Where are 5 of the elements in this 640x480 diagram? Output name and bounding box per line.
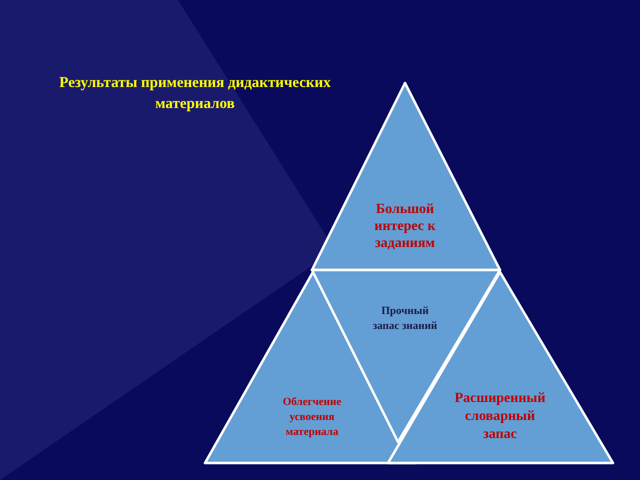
segment-label: Расширенный словарный запас [454, 390, 546, 444]
title-heading: Результаты применения дидактических материалов [58, 74, 332, 114]
segment-label: Большой интерес к заданиям [373, 201, 437, 252]
segment-label: Облегчение усвоения материала [282, 395, 342, 440]
segment-label: Прочный запас знаний [372, 304, 438, 334]
